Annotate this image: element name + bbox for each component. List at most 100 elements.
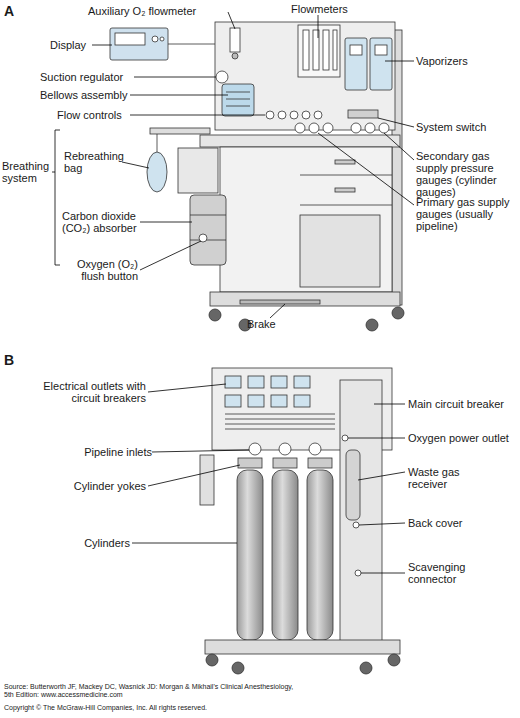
machine-front-view-part: [150, 128, 210, 134]
part-label: Cylinder yokes: [62, 480, 146, 492]
machine-rear-view-part: [346, 450, 360, 520]
part-label: Suction regulator: [40, 71, 140, 83]
leader-lines-a-part: [122, 162, 149, 168]
group-label: Breathing system: [2, 160, 54, 184]
part-label: Bellows assembly: [40, 89, 140, 101]
machine-rear-view-part: [225, 429, 335, 430]
machine-front-view-part: [350, 45, 362, 55]
machine-rear-view-part: [238, 458, 262, 468]
machine-front-view-part: [295, 123, 305, 133]
machine-front-view-part: [152, 36, 158, 42]
part-label: Oxygen power outlet: [408, 432, 518, 444]
part-label: Scavenging connector: [408, 561, 480, 585]
machine-front-view-part: [278, 111, 286, 119]
part-label: Primary gas supply gauges (usually pipel…: [416, 196, 518, 232]
machine-front-view-part: [226, 99, 250, 100]
machine-front-view-part: [240, 300, 320, 304]
part-label: Cylinders: [60, 537, 130, 549]
machine-rear-view-part: [249, 443, 261, 455]
machine-rear-view-part: [225, 414, 335, 415]
machine-front-view-part: [226, 106, 250, 107]
machine-rear-view-part: [360, 662, 372, 674]
panel-letter: A: [4, 3, 24, 19]
part-label: Rebreathing bag: [64, 150, 128, 174]
machine-rear-view-part: [248, 395, 264, 407]
machine-front-view-part: [370, 38, 392, 90]
machine-rear-view-part: [279, 443, 291, 455]
machine-rear-view-part: [340, 380, 382, 642]
machine-rear-view-part: [294, 395, 310, 407]
machine-front-view-part: [200, 135, 400, 147]
machine-front-view-part: [300, 205, 392, 206]
machine-rear-view-part: [271, 376, 287, 388]
machine-front-view-part: [190, 195, 226, 265]
machine-rear-view-part: [355, 570, 361, 576]
machine-rear-view-part: [200, 455, 214, 505]
leader-lines-a-part: [140, 222, 192, 223]
machine-front-view-part: [392, 307, 404, 319]
machine-front-view-part: [190, 240, 226, 241]
leader-lines-a-part: [130, 115, 265, 116]
machine-front-view-part: [298, 25, 340, 77]
machine-front-view-part: [230, 28, 240, 52]
machine-front-view-part: [226, 92, 250, 93]
machine-rear-view-part: [353, 522, 359, 528]
leader-lines-a-part: [130, 95, 228, 96]
leader-lines-a-part: [134, 77, 216, 78]
leader-lines-b: [132, 384, 405, 573]
machine-front-view-part: [190, 215, 226, 216]
machine-front-view-part: [160, 37, 164, 41]
machine-front-view-part: [348, 110, 378, 118]
part-label: Flow controls: [57, 109, 137, 121]
part-label: Main circuit breaker: [408, 398, 518, 410]
machine-front-view-part: [215, 22, 395, 130]
machine-rear-view-part: [307, 470, 333, 640]
machine-rear-view-part: [342, 435, 348, 441]
machine-front-view-part: [351, 123, 361, 133]
machine-front-view-part: [309, 123, 319, 133]
machine-front-view-part: [266, 111, 274, 119]
part-label: Secondary gas supply pressure gauges (cy…: [416, 150, 518, 198]
machine-rear-view-part: [309, 443, 321, 455]
breathing-system-bracket-part: [52, 172, 55, 173]
machine-rear-view-part: [225, 395, 241, 407]
machine-front-view-part: [216, 71, 228, 83]
machine-front-view-part: [300, 215, 380, 287]
machine-rear-view-part: [273, 458, 297, 468]
panel-letter: B: [4, 352, 24, 368]
machine-rear-view-part: [272, 470, 298, 640]
machine-front-view-part: [115, 33, 145, 45]
leader-lines-b-part: [374, 404, 405, 405]
part-label: Brake: [247, 318, 287, 330]
machine-rear-view-part: [225, 419, 335, 420]
machine-front-view-part: [366, 319, 378, 331]
leader-lines-b-part: [132, 543, 237, 544]
leader-lines-a-part: [270, 304, 285, 318]
leader-lines-b-part: [361, 573, 405, 574]
machine-front-view-part: [168, 44, 215, 45]
part-label: System switch: [416, 121, 516, 133]
leader-lines-a-part: [384, 133, 414, 160]
machine-front-view-part: [232, 53, 238, 59]
machine-front-view-part: [335, 160, 355, 164]
machine-front-view-part: [323, 123, 333, 133]
leader-lines-b-part: [348, 438, 405, 439]
leader-lines-b-part: [152, 450, 249, 452]
machine-front-view-part: [209, 309, 221, 321]
leader-lines-a-part: [228, 12, 235, 29]
part-label: Oxygen (O₂) flush button: [62, 258, 138, 282]
part-label: Vaporizers: [416, 55, 516, 67]
machine-front-view-part: [335, 188, 355, 192]
machine-front-view-part: [379, 123, 389, 133]
machine-front-view-part: [323, 30, 329, 70]
part-label: Flowmeters: [291, 3, 371, 15]
leader-lines-b-part: [359, 523, 405, 525]
machine-front-view-part: [290, 111, 298, 119]
breathing-system-bracket-part: [55, 130, 60, 265]
machine-rear-view-part: [225, 424, 335, 425]
machine-front-view-part: [303, 30, 309, 70]
machine-rear-view-part: [271, 395, 287, 407]
machine-front-view-part: [365, 123, 375, 133]
machine-rear-view-part: [225, 376, 241, 388]
